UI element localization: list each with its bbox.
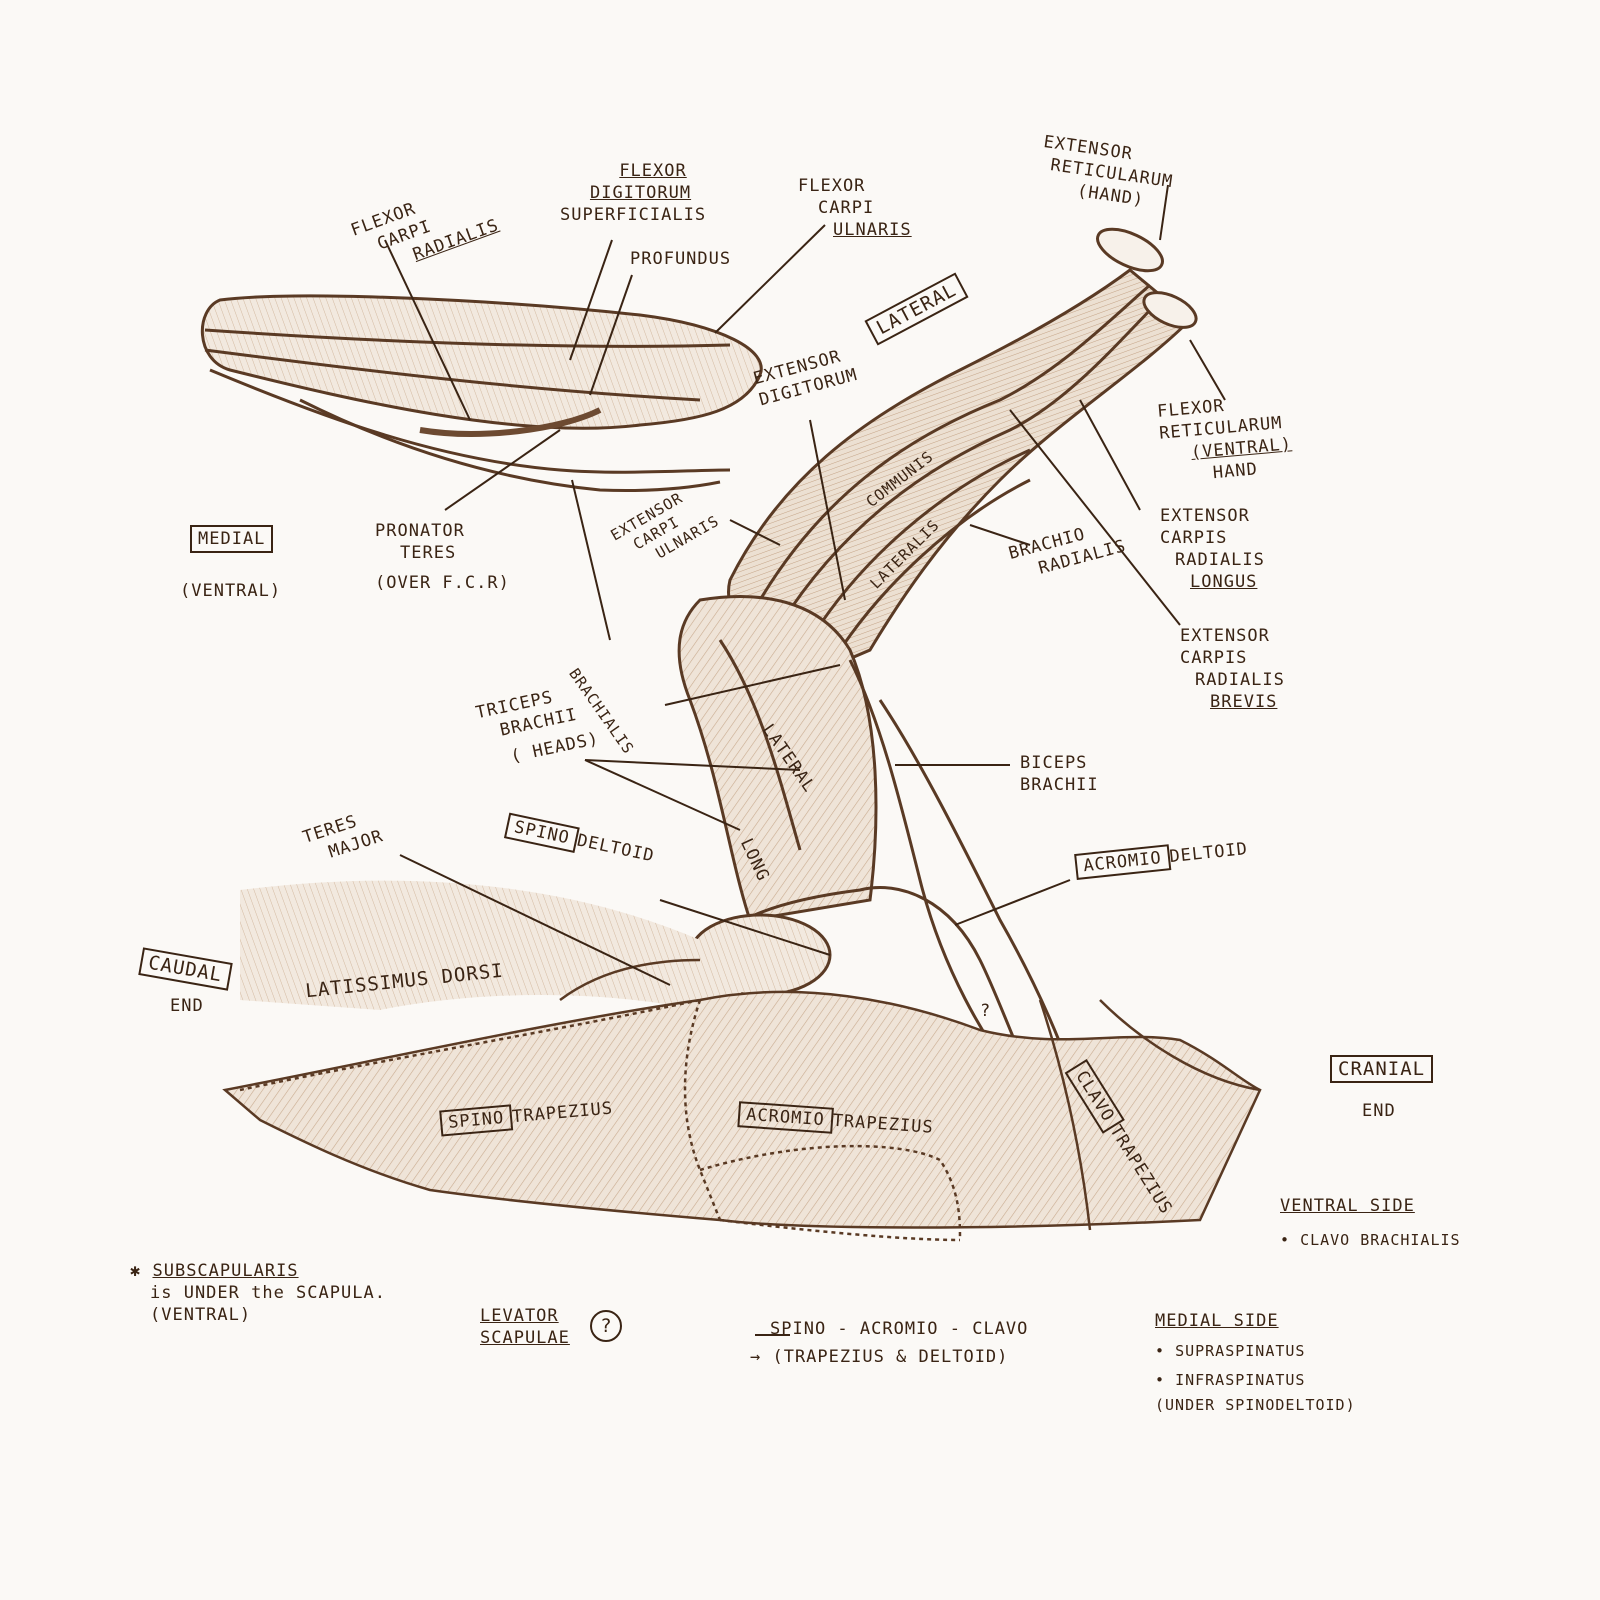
- ecrl-line-4: LONGUS: [1190, 572, 1258, 592]
- fd-line-2: DIGITORUM: [589, 183, 692, 203]
- profundus-label: PROFUNDUS: [630, 249, 732, 269]
- fcu-line-2: CARPI: [818, 198, 875, 218]
- ecr-brevis-label: EXTENSOR CARPIS RADIALIS BREVIS: [1180, 625, 1285, 713]
- trapezius-region: [222, 880, 1262, 1242]
- ecrl-line-2: CARPIS: [1160, 528, 1228, 548]
- ecrb-line-1: EXTENSOR: [1180, 626, 1270, 646]
- levator-line-1: LEVATOR: [480, 1306, 559, 1326]
- levator-scapulae-note: LEVATOR SCAPULAE: [480, 1305, 570, 1349]
- pronator-teres-label: PRONATOR TERES (OVER F.C.R): [375, 520, 510, 594]
- medial-side-item-2: INFRASPINATUS: [1175, 1371, 1306, 1389]
- fcu-line-1: FLEXOR: [798, 176, 866, 196]
- ecrb-line-4: BREVIS: [1210, 692, 1278, 712]
- ecrb-line-2: CARPIS: [1180, 648, 1248, 668]
- pt-line-1: PRONATOR: [375, 521, 465, 541]
- sac-line-2: → (TRAPEZIUS & DELTOID): [750, 1347, 1009, 1367]
- ventral-side-title: VENTRAL SIDE: [1280, 1196, 1415, 1216]
- ecrl-line-1: EXTENSOR: [1160, 506, 1250, 526]
- bb-line-1: BICEPS: [1020, 753, 1088, 773]
- cranial-end-label: END: [1362, 1101, 1396, 1121]
- pt-line-3: (OVER F.C.R): [375, 573, 510, 593]
- subscap-line-2: is UNDER the SCAPULA.: [150, 1283, 386, 1303]
- caudal-end-label: END: [170, 996, 204, 1016]
- levator-line-2: SCAPULAE: [480, 1328, 570, 1348]
- flexor-reticularum-label: FLEXOR RETICULARUM (VENTRAL) HAND: [1156, 389, 1294, 488]
- medial-forearm: [200, 294, 763, 493]
- lateral-forelimb: [677, 227, 1198, 1131]
- ecr-longus-label: EXTENSOR CARPIS RADIALIS LONGUS: [1160, 505, 1265, 593]
- medial-side-title: MEDIAL SIDE: [1155, 1311, 1279, 1331]
- fd-line-1: FLEXOR: [619, 161, 687, 181]
- medial-side-item-1: SUPRASPINATUS: [1175, 1342, 1306, 1360]
- subscapularis-note: ✱ SUBSCAPULARIS is UNDER the SCAPULA. (V…: [130, 1261, 386, 1325]
- biceps-brachii-label: BICEPS BRACHII: [1020, 752, 1099, 796]
- fd-line-3: SUPERFICIALIS: [560, 205, 707, 225]
- sac-line-1: SPINO - ACROMIO - CLAVO: [770, 1319, 1029, 1339]
- ecrb-line-3: RADIALIS: [1195, 670, 1285, 690]
- medial-view-label: MEDIAL: [190, 525, 274, 553]
- fcu-line-3: ULNARIS: [833, 220, 912, 240]
- medial-side-item-3: (UNDER SPINODELTOID): [1155, 1396, 1356, 1414]
- bb-line-2: BRACHII: [1020, 775, 1099, 795]
- leader-lines: [384, 184, 1226, 1336]
- subscap-line-3: (VENTRAL): [150, 1305, 252, 1325]
- subscap-line-1: SUBSCAPULARIS: [152, 1261, 299, 1281]
- pt-line-2: TERES: [400, 543, 457, 563]
- cranial-label: CRANIAL: [1330, 1055, 1434, 1083]
- levator-question-icon: ?: [590, 1310, 622, 1342]
- question-mark-label: ?: [980, 1001, 992, 1021]
- ventral-side-item: CLAVO BRACHIALIS: [1300, 1231, 1461, 1249]
- ventral-side-note: VENTRAL SIDE • CLAVO BRACHIALIS: [1280, 1196, 1461, 1249]
- medial-side-note: MEDIAL SIDE • SUPRASPINATUS • INFRASPINA…: [1155, 1311, 1356, 1414]
- ecrl-line-3: RADIALIS: [1175, 550, 1265, 570]
- spino-acromio-clavo-note: SPINO - ACROMIO - CLAVO → (TRAPEZIUS & D…: [750, 1318, 1029, 1368]
- flexor-carpi-ulnaris-label: FLEXOR CARPI ULNARIS: [798, 175, 912, 241]
- flexor-digitorum-label: FLEXOR DIGITORUM SUPERFICIALIS: [560, 160, 706, 226]
- ventral-label: (VENTRAL): [180, 581, 282, 601]
